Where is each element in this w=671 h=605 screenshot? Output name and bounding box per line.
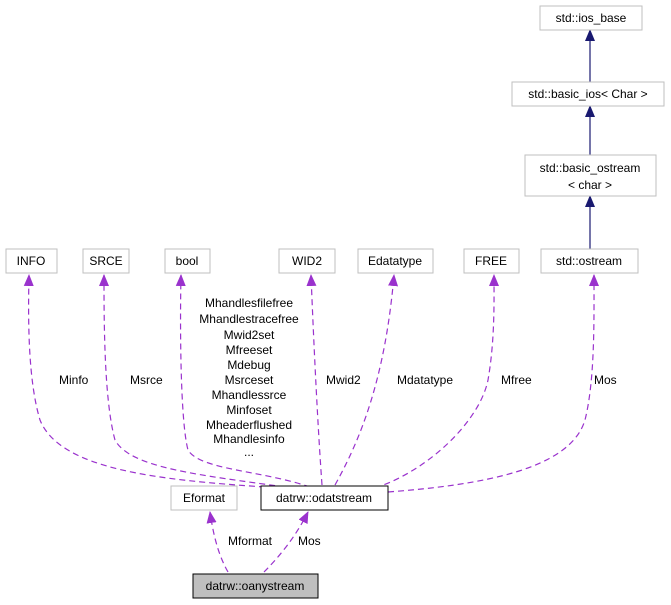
edge-label-mfree: Mfree bbox=[501, 373, 532, 387]
node-bool[interactable]: bool bbox=[164, 248, 211, 274]
node-label: SRCE bbox=[89, 254, 122, 268]
edge-label-line: Mhandlestracefree bbox=[199, 312, 299, 326]
edge-label-line: Mhandlessrce bbox=[212, 388, 287, 402]
usage-edges bbox=[23, 274, 600, 573]
node-basic-ios[interactable]: std::basic_ios< Char > bbox=[511, 81, 665, 107]
node-label: std::ios_base bbox=[556, 11, 627, 25]
edge-label-line: Mheaderflushed bbox=[206, 418, 292, 432]
node-label: INFO bbox=[17, 254, 46, 268]
edge-edatatype bbox=[334, 274, 399, 486]
node-label: std::ostream bbox=[556, 254, 622, 268]
edge-label-mos-bottom: Mos bbox=[298, 534, 321, 548]
node-ios-base[interactable]: std::ios_base bbox=[539, 5, 643, 31]
node-label: < char > bbox=[568, 178, 612, 192]
edge-label-mwid2: Mwid2 bbox=[326, 373, 361, 387]
node-label: std::basic_ostream bbox=[540, 161, 641, 175]
edge-label-minfo: Minfo bbox=[59, 373, 89, 387]
node-info[interactable]: INFO bbox=[5, 248, 58, 274]
node-wid2[interactable]: WID2 bbox=[278, 248, 336, 274]
node-eformat[interactable]: Eformat bbox=[170, 485, 238, 511]
edge-label-line: ... bbox=[244, 445, 254, 459]
edge-label-line: Mhandlesinfo bbox=[213, 432, 285, 446]
edge-label-line: Minfoset bbox=[226, 403, 272, 417]
node-label: Edatatype bbox=[368, 254, 422, 268]
node-label: bool bbox=[176, 254, 199, 268]
edge-label-mformat: Mformat bbox=[228, 534, 273, 548]
edge-label-line: Mdebug bbox=[227, 358, 270, 372]
edge-label-bool-members: Mhandlesfilefree Mhandlestracefree Mwid2… bbox=[199, 296, 299, 459]
edge-label-mos-top: Mos bbox=[594, 373, 617, 387]
edge-info bbox=[23, 274, 266, 488]
node-ostream[interactable]: std::ostream bbox=[540, 248, 639, 274]
edge-srce bbox=[99, 274, 286, 488]
node-oanystream[interactable]: datrw::oanystream bbox=[192, 573, 319, 599]
node-label: datrw::odatstream bbox=[276, 491, 372, 505]
node-basic-ostream[interactable]: std::basic_ostream < char > bbox=[524, 154, 657, 197]
edge-label-msrce: Msrce bbox=[130, 373, 163, 387]
node-free[interactable]: FREE bbox=[463, 248, 520, 274]
edge-odatstream-to-oanystream bbox=[263, 511, 309, 573]
edge-ostream bbox=[387, 274, 600, 493]
edge-label-line: Mwid2set bbox=[224, 328, 275, 342]
edge-label-line: Mfreeset bbox=[226, 343, 273, 357]
edge-wid2 bbox=[306, 274, 323, 486]
edge-label-mdatatype: Mdatatype bbox=[397, 373, 453, 387]
node-odatstream[interactable]: datrw::odatstream bbox=[260, 485, 389, 511]
node-label: FREE bbox=[475, 254, 507, 268]
node-label: WID2 bbox=[292, 254, 322, 268]
node-srce[interactable]: SRCE bbox=[82, 248, 130, 274]
edge-eformat bbox=[206, 511, 229, 573]
edge-bool bbox=[175, 274, 311, 488]
node-edatatype[interactable]: Edatatype bbox=[357, 248, 434, 274]
edge-label-line: Mhandlesfilefree bbox=[205, 296, 293, 310]
edge-label-line: Msrceset bbox=[225, 373, 274, 387]
node-label: datrw::oanystream bbox=[206, 579, 305, 593]
node-label: std::basic_ios< Char > bbox=[528, 87, 647, 101]
node-label: Eformat bbox=[183, 491, 226, 505]
